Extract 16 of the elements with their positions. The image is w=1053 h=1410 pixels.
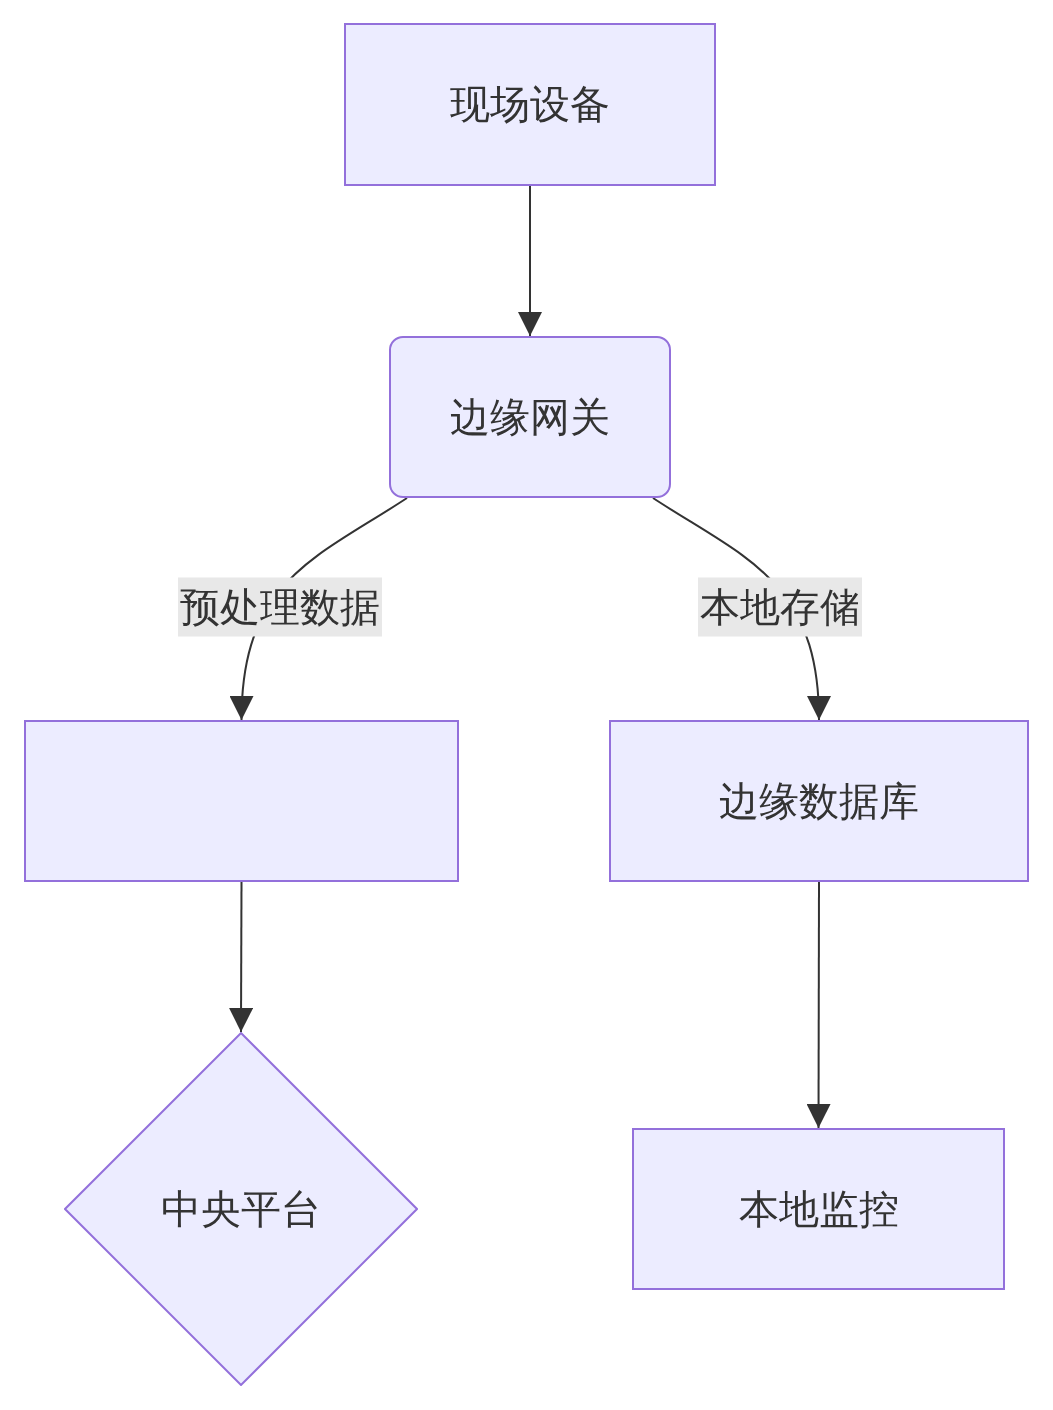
arrow: [229, 881, 254, 1033]
arrow: [806, 881, 831, 1129]
process-box: [632, 1128, 1005, 1290]
process-box: [24, 720, 459, 882]
edge-label: 预处理数据: [178, 577, 383, 637]
arrow: [518, 185, 542, 337]
node-label: 边缘数据库: [719, 776, 919, 826]
decision-diamond: [64, 1032, 418, 1386]
edge-label: 本地存储: [698, 577, 862, 637]
node-label: 现场设备: [450, 80, 610, 129]
process-box: [344, 23, 716, 186]
node-label: 本地监控: [738, 1184, 899, 1234]
process-box: [609, 720, 1029, 882]
node-label: 中央平台: [161, 1184, 321, 1234]
rounded-process-box: [389, 336, 671, 498]
node-label: 边缘网关: [450, 392, 610, 442]
